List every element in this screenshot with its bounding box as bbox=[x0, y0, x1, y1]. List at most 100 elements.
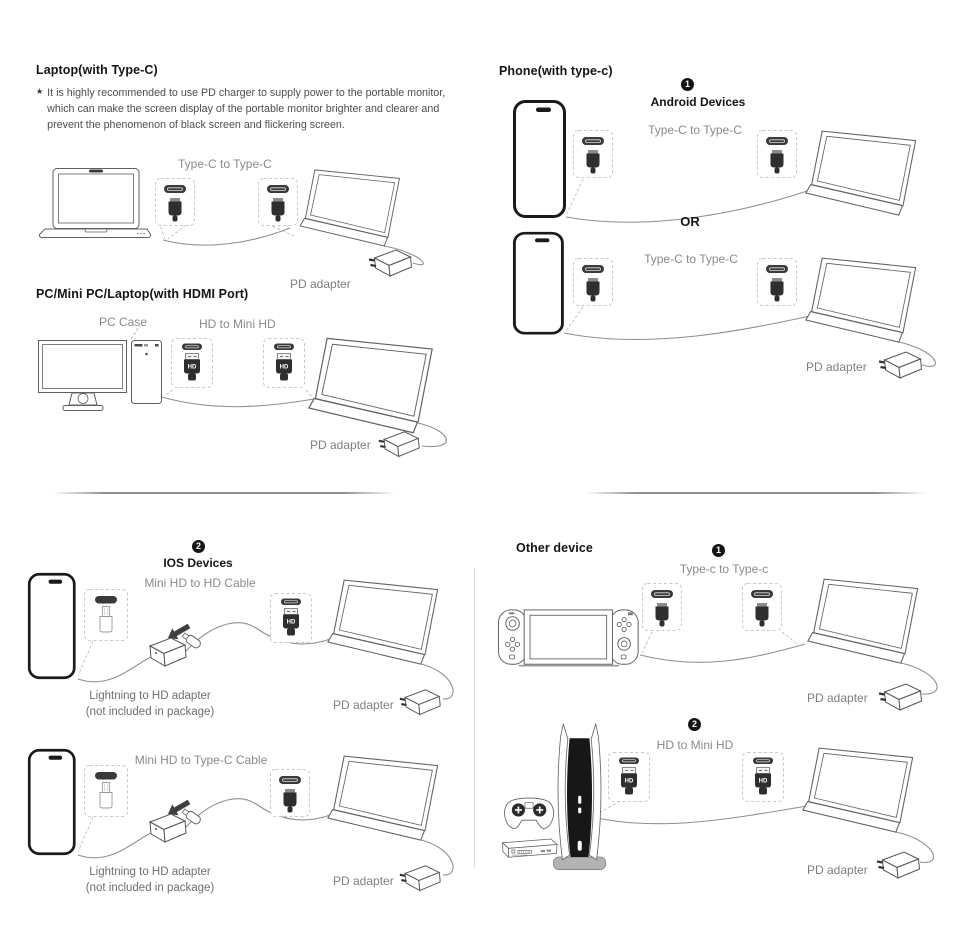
cable-label-typec: Type-C to Type-C bbox=[644, 252, 738, 266]
cable-path bbox=[417, 422, 447, 448]
pd-adapter-icon bbox=[398, 864, 442, 892]
pd-adapter-label: PD adapter bbox=[333, 874, 394, 888]
adapter-note-line2: (not included in package) bbox=[85, 882, 215, 894]
portable-monitor-icon bbox=[299, 169, 400, 247]
portable-monitor-icon bbox=[805, 257, 917, 343]
recommendation-note: ★ It is highly recommended to use PD cha… bbox=[36, 85, 454, 133]
smartphone-icon bbox=[512, 231, 564, 335]
cable-path bbox=[639, 643, 806, 663]
pd-adapter-label: PD adapter bbox=[333, 698, 394, 712]
divider-line bbox=[585, 492, 926, 494]
leader-line bbox=[130, 327, 139, 341]
note-text: It is highly recommended to use PD charg… bbox=[47, 87, 446, 132]
leader-line bbox=[77, 816, 94, 853]
cable-path bbox=[161, 396, 315, 408]
or-label: OR bbox=[680, 214, 700, 229]
portable-monitor-icon bbox=[802, 747, 914, 833]
pd-adapter-icon bbox=[367, 248, 413, 278]
cable-path bbox=[565, 189, 811, 223]
cable-path bbox=[420, 839, 454, 876]
cable-label-typec: Type-c to Type-c bbox=[679, 562, 769, 576]
pd-adapter-label: PD adapter bbox=[807, 863, 868, 877]
portable-monitor-icon bbox=[327, 579, 439, 665]
cable-path bbox=[898, 341, 937, 367]
leader-line bbox=[566, 178, 584, 215]
usb-c-connector-icon bbox=[258, 178, 298, 226]
hdmi-connector-icon bbox=[171, 338, 213, 388]
lightning-hd-adapter-icon bbox=[149, 623, 203, 667]
leader-line bbox=[641, 631, 801, 654]
settop-box-icon bbox=[502, 838, 558, 858]
star-icon: ★ bbox=[36, 87, 44, 96]
cable-path bbox=[77, 656, 152, 683]
usb-c-connector-icon bbox=[155, 178, 195, 226]
laptop-icon bbox=[38, 168, 152, 238]
cable-path bbox=[162, 227, 291, 246]
cable-path bbox=[185, 798, 334, 828]
subsection-title-ios: IOS Devices bbox=[163, 556, 233, 570]
pc-hdmi-diagram bbox=[38, 327, 447, 458]
pd-adapter-icon bbox=[875, 850, 921, 880]
desktop-monitor-icon bbox=[38, 340, 127, 411]
cable-path bbox=[383, 245, 424, 266]
usb-c-connector-icon bbox=[757, 130, 797, 178]
cable-path bbox=[900, 662, 938, 695]
pd-adapter-icon bbox=[377, 430, 421, 458]
smartphone-icon bbox=[27, 748, 76, 856]
cable-path bbox=[563, 315, 811, 341]
laptop-typec-diagram bbox=[38, 168, 424, 278]
divider-line-vertical bbox=[474, 568, 475, 868]
hdmi-connector-icon bbox=[608, 752, 650, 802]
leader-line bbox=[163, 389, 313, 398]
pd-adapter-icon bbox=[877, 682, 923, 712]
cable-path bbox=[895, 831, 934, 863]
hdmi-connector-icon bbox=[270, 593, 312, 643]
leader-line bbox=[565, 306, 584, 332]
usb-c-connector-icon bbox=[270, 769, 310, 817]
smartphone-icon bbox=[513, 100, 566, 218]
ios-diagram-2 bbox=[27, 748, 454, 892]
hdmi-connector-icon bbox=[742, 752, 784, 802]
cable-label-minihd-hd: Mini HD to HD Cable bbox=[144, 576, 256, 590]
pd-adapter-label: PD adapter bbox=[807, 691, 868, 705]
phone-android-diagram-2 bbox=[512, 231, 937, 380]
lightning-connector-icon bbox=[84, 765, 128, 817]
lightning-connector-icon bbox=[84, 589, 128, 641]
cable-label-minihd-typec: Mini HD to Type-C Cable bbox=[134, 753, 268, 767]
leader-line bbox=[77, 640, 94, 677]
other-device-diagram-2 bbox=[502, 723, 934, 880]
subsection-title-android: Android Devices bbox=[650, 95, 746, 109]
usb-c-connector-icon bbox=[573, 130, 613, 178]
portable-monitor-icon bbox=[807, 578, 919, 664]
cable-label-hd-minihd: HD to Mini HD bbox=[656, 738, 734, 752]
cable-path bbox=[185, 622, 334, 652]
hdmi-connector-icon bbox=[263, 338, 305, 388]
lightning-hd-adapter-icon bbox=[149, 799, 203, 843]
cable-path bbox=[77, 832, 152, 859]
pc-tower-icon bbox=[131, 340, 162, 404]
adapter-note-line2: (not included in package) bbox=[85, 706, 215, 718]
pd-adapter-label: PD adapter bbox=[806, 360, 867, 374]
smartphone-icon bbox=[27, 572, 76, 680]
pd-adapter-label: PD adapter bbox=[290, 277, 351, 291]
phone-android-diagram-1 bbox=[513, 100, 917, 223]
cable-path bbox=[596, 805, 808, 825]
section-title-other: Other device bbox=[516, 541, 593, 555]
cable-path bbox=[420, 663, 454, 700]
portable-monitor-icon bbox=[308, 337, 433, 434]
cable-label-typec: Type-C to Type-C bbox=[648, 123, 742, 137]
step-badge-1-icon: 1 bbox=[712, 544, 725, 557]
adapter-note-line1: Lightning to HD adapter bbox=[89, 866, 211, 878]
step-badge-1-icon: 1 bbox=[681, 78, 694, 91]
portable-monitor-icon bbox=[327, 755, 439, 841]
section-title-laptop: Laptop(with Type-C) bbox=[36, 63, 158, 77]
cable-label-hdmi: HD to Mini HD bbox=[199, 317, 276, 331]
pc-case-label: PC Case bbox=[99, 315, 148, 329]
section-title-phone: Phone(with type-c) bbox=[499, 64, 613, 78]
portable-monitor-icon bbox=[805, 130, 917, 216]
pd-adapter-icon bbox=[877, 350, 923, 380]
adapter-note-line1: Lightning to HD adapter bbox=[89, 690, 211, 702]
ios-diagram-1 bbox=[27, 572, 454, 716]
